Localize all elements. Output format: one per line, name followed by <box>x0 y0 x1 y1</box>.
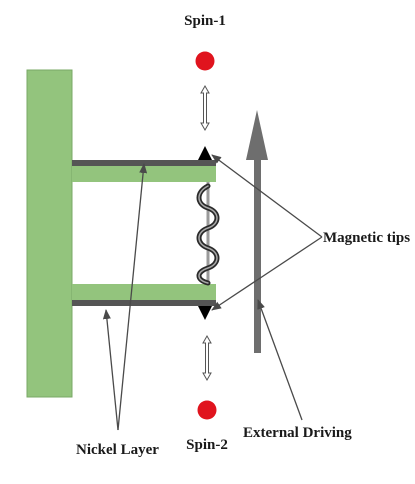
nickel-layer-pointer-upper <box>117 163 148 431</box>
spin-1-label: Spin-1 <box>184 13 226 29</box>
spring-icon <box>196 182 220 286</box>
spin-2-label: Spin-2 <box>186 437 228 453</box>
upper-tip-icon <box>198 146 212 160</box>
lower-cantilever <box>72 284 216 300</box>
base-block <box>26 69 73 398</box>
upper-coupling-arrow-icon <box>200 84 210 132</box>
nickel-layer-label: Nickel Layer <box>76 442 159 458</box>
lower-coupling-arrow-icon <box>202 334 212 382</box>
external-driving-label: External Driving <box>243 425 352 441</box>
spin-2-icon <box>197 400 217 420</box>
magnetic-tips-label: Magnetic tips <box>323 230 410 246</box>
spin-1-icon <box>195 51 215 71</box>
lower-tip-icon <box>198 306 212 320</box>
magnetic-tips-pointer-lower <box>211 236 323 311</box>
upper-cantilever <box>72 166 216 182</box>
lower-nickel-layer <box>72 300 216 306</box>
upper-nickel-layer <box>72 160 216 166</box>
external-driving-arrow-icon <box>246 110 268 353</box>
external-driving-pointer <box>257 299 303 421</box>
magnetic-tips-pointer-upper <box>211 154 323 238</box>
nickel-layer-pointer-lower <box>102 309 119 431</box>
